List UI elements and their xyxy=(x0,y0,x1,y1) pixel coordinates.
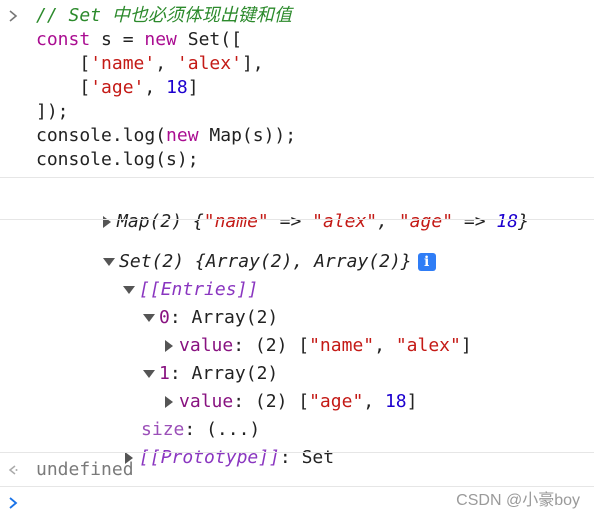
expand-arrow-icon[interactable] xyxy=(125,452,134,464)
map-value: "alex" xyxy=(312,211,378,232)
array-number: 18 xyxy=(384,391,407,412)
code-text: s = xyxy=(90,29,145,50)
return-value: undefined xyxy=(36,459,134,480)
code-string: 'name' xyxy=(90,53,156,74)
entry-index: 0 xyxy=(159,307,170,328)
map-summary: Map(2) { xyxy=(117,211,204,232)
map-separator: , xyxy=(377,211,399,232)
console-output-map[interactable]: Map(2) {"name" => "alex", "age" => 18} xyxy=(0,177,594,232)
size-value[interactable]: : (...) xyxy=(184,419,261,440)
keyword-new: new xyxy=(144,29,177,50)
expand-arrow-icon[interactable] xyxy=(165,396,174,408)
entry-type: : Array(2) xyxy=(169,307,279,328)
code-text: ], xyxy=(241,53,264,74)
console-return-entry: undefined xyxy=(0,452,594,487)
value-count: : (2) xyxy=(233,391,299,412)
collapse-arrow-icon[interactable] xyxy=(103,258,116,266)
collapse-arrow-icon[interactable] xyxy=(123,286,136,294)
code-number: 18 xyxy=(166,77,188,98)
entries-row[interactable]: [[Entries]] xyxy=(58,254,258,300)
map-summary-end: } xyxy=(518,211,529,232)
return-value-line: undefined xyxy=(36,458,134,482)
console-input[interactable] xyxy=(36,491,416,515)
entry-1-value-row[interactable]: value: (2) ["age", 18] xyxy=(100,366,418,412)
code-string: 'age' xyxy=(90,77,145,98)
code-text: [ xyxy=(36,53,91,74)
entry-index: 1 xyxy=(159,363,170,384)
expand-arrow-icon[interactable] xyxy=(165,340,174,352)
code-string: 'alex' xyxy=(176,53,242,74)
map-arrow: => xyxy=(268,211,313,232)
keyword-const: const xyxy=(36,29,91,50)
array-string: "alex" xyxy=(395,335,461,356)
map-value: 18 xyxy=(496,211,519,232)
code-line-1: // Set 中也必须体现出键和值 xyxy=(36,4,292,28)
set-summary: Set(2) {Array(2), Array(2)} xyxy=(119,251,412,272)
array-bracket: ] xyxy=(460,335,472,356)
map-output-line[interactable]: Map(2) {"name" => "alex", "age" => 18} xyxy=(38,186,529,232)
code-line-4: ['age', 18] xyxy=(36,76,199,100)
code-line-6: console.log(new Map(s)); xyxy=(36,124,296,148)
entry-0-value-row[interactable]: value: (2) ["name", "alex"] xyxy=(100,310,472,356)
code-text: console.log( xyxy=(36,125,167,146)
return-arrow-icon xyxy=(6,458,20,482)
size-row[interactable]: size: (...) xyxy=(76,394,260,440)
code-line-3: ['name', 'alex'], xyxy=(36,52,264,76)
value-key: value xyxy=(179,335,234,356)
array-separator: , xyxy=(374,335,396,356)
input-chevron-icon xyxy=(6,4,20,28)
code-text: console.log(s); xyxy=(36,149,199,170)
array-bracket: [ xyxy=(298,391,310,412)
array-separator: , xyxy=(363,391,385,412)
code-text: Set([ xyxy=(176,29,242,50)
entry-type: : Array(2) xyxy=(169,363,279,384)
console-prompt[interactable] xyxy=(0,486,594,519)
code-comment: // Set 中也必须体现出键和值 xyxy=(36,5,292,26)
array-string: "name" xyxy=(309,335,375,356)
entry-1-row[interactable]: 1: Array(2) xyxy=(78,338,278,384)
expand-arrow-icon[interactable] xyxy=(103,216,112,228)
watermark: CSDN @小豪boy xyxy=(456,492,580,509)
map-key: "name" xyxy=(203,211,269,232)
code-text: ] xyxy=(187,77,199,98)
value-count: : (2) xyxy=(233,335,299,356)
code-line-7: console.log(s); xyxy=(36,148,199,172)
entry-0-row[interactable]: 0: Array(2) xyxy=(78,282,278,328)
info-icon[interactable]: i xyxy=(417,253,436,271)
map-key: "age" xyxy=(398,211,454,232)
prototype-row[interactable]: [[Prototype]]: Set xyxy=(60,422,334,468)
value-key: value xyxy=(179,391,234,412)
code-text: [ xyxy=(36,77,91,98)
code-line-2: const s = new Set([ xyxy=(36,28,242,52)
prompt-chevron-icon xyxy=(6,491,20,515)
map-arrow: => xyxy=(453,211,497,232)
array-string: "age" xyxy=(309,391,364,412)
code-text: Map(s)); xyxy=(198,125,297,146)
collapse-arrow-icon[interactable] xyxy=(143,314,156,322)
entries-label: [[Entries]] xyxy=(139,279,259,300)
code-line-5: ]); xyxy=(36,100,69,124)
collapse-arrow-icon[interactable] xyxy=(143,370,156,378)
code-text: , xyxy=(144,77,167,98)
keyword-new: new xyxy=(166,125,199,146)
array-bracket: [ xyxy=(298,335,310,356)
set-summary-line[interactable]: Set(2) {Array(2), Array(2)} i xyxy=(38,226,436,272)
console-output-set: Set(2) {Array(2), Array(2)} i [[Entries]]… xyxy=(0,219,594,468)
console-input-entry: // Set 中也必须体现出键和值 const s = new Set([ ['… xyxy=(0,4,594,172)
array-bracket: ] xyxy=(406,391,418,412)
size-key: size xyxy=(141,419,185,440)
code-text: ]); xyxy=(36,101,69,122)
code-text: , xyxy=(155,53,177,74)
